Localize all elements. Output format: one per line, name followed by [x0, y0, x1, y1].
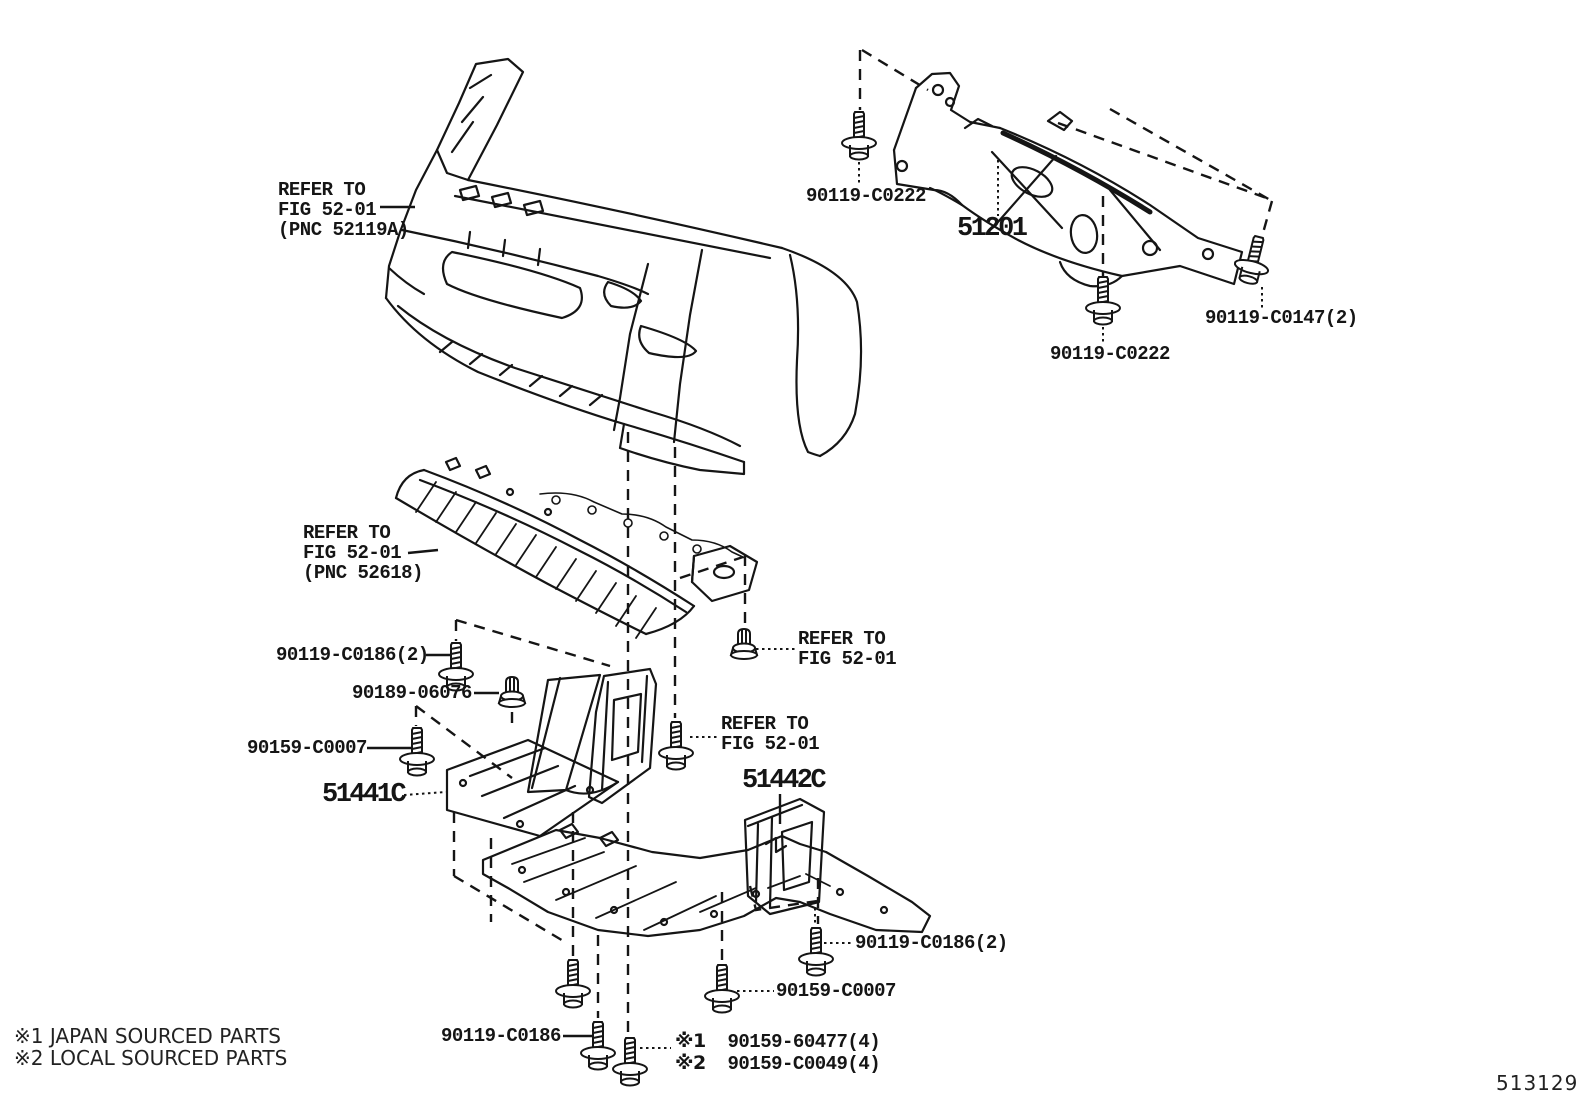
- refer-clip-line2: FIG 52-01: [798, 648, 897, 670]
- reference-mark-1: ※1: [675, 1030, 706, 1052]
- note-japan-sourced: ※1 JAPAN SOURCED PARTS: [14, 1024, 281, 1048]
- note-japan-text: JAPAN SOURCED PARTS: [43, 1024, 282, 1048]
- bolt-icon: [399, 727, 435, 777]
- refer-bolt-line2: FIG 52-01: [721, 733, 820, 755]
- refer-clip-line1: REFER TO: [798, 628, 886, 650]
- part-label-sourced-local: ※2 90159-C0049(4): [675, 1052, 881, 1075]
- crossmember-drawing: [892, 71, 1244, 288]
- part-label-sourced-japan: ※1 90159-60477(4): [675, 1030, 881, 1053]
- clip-icon: [498, 676, 526, 708]
- leader-lines-solid: [367, 205, 782, 1038]
- part-label-90119-C0186-right: 90119-C0186(2): [855, 932, 1008, 954]
- refer-bumper-line3: (PNC 52119A): [278, 219, 409, 241]
- bolt-icon: [1085, 276, 1121, 326]
- part-label-90159-C0007-left: 90159-C0007: [247, 737, 367, 759]
- engine-under-cover-rh-drawing: [743, 797, 826, 916]
- refer-bumper-line2: FIG 52-01: [278, 199, 377, 221]
- engine-under-cover-lh-drawing: [445, 667, 658, 838]
- bumper-absorber-drawing: [394, 456, 759, 639]
- figure-number: 513129: [1496, 1071, 1579, 1095]
- bolt-icon: [658, 721, 694, 771]
- bolt-icon: [841, 111, 877, 161]
- refer-absorber-line3: (PNC 52618): [303, 562, 423, 584]
- part-label-90189-06076: 90189-06076: [352, 682, 472, 704]
- sourced-local-number: 90159-C0049(4): [705, 1053, 881, 1075]
- note-local-text: LOCAL SOURCED PARTS: [43, 1046, 288, 1070]
- leader-lines-dotted: [403, 160, 1263, 1049]
- part-label-51442C: 51442C: [742, 766, 827, 796]
- clip-icon: [730, 628, 758, 660]
- part-label-90119-C0222-bottom: 90119-C0222: [1050, 343, 1170, 365]
- reference-mark-2: ※2: [675, 1052, 706, 1074]
- bolt-icon: [555, 959, 591, 1009]
- part-label-90119-C0222-top: 90119-C0222: [806, 185, 926, 207]
- part-label-90119-C0186-bottom: 90119-C0186: [441, 1025, 561, 1047]
- refer-absorber-line2: FIG 52-01: [303, 542, 402, 564]
- refer-bumper-line1: REFER TO: [278, 179, 366, 201]
- bolt-icon: [612, 1037, 648, 1087]
- sourced-japan-number: 90159-60477(4): [705, 1031, 881, 1053]
- note-local-mark: ※2: [14, 1046, 44, 1070]
- part-label-90119-C0186-left: 90119-C0186(2): [276, 644, 429, 666]
- engine-under-cover-center-drawing: [481, 822, 932, 938]
- refer-bolt-line1: REFER TO: [721, 713, 809, 735]
- note-local-sourced: ※2 LOCAL SOURCED PARTS: [14, 1046, 287, 1070]
- bolt-icon: [704, 964, 740, 1014]
- part-label-90119-C0147: 90119-C0147(2): [1205, 307, 1358, 329]
- refer-absorber-line1: REFER TO: [303, 522, 391, 544]
- front-bumper-drawing: [384, 57, 863, 476]
- part-label-51201: 51201: [957, 214, 1028, 244]
- bolt-icon: [1230, 231, 1277, 289]
- part-label-51441C: 51441C: [322, 780, 407, 810]
- bolt-icon: [580, 1021, 616, 1071]
- part-label-90159-C0007-bottom: 90159-C0007: [776, 980, 896, 1002]
- bolt-icon: [798, 927, 834, 977]
- note-japan-mark: ※1: [14, 1024, 44, 1048]
